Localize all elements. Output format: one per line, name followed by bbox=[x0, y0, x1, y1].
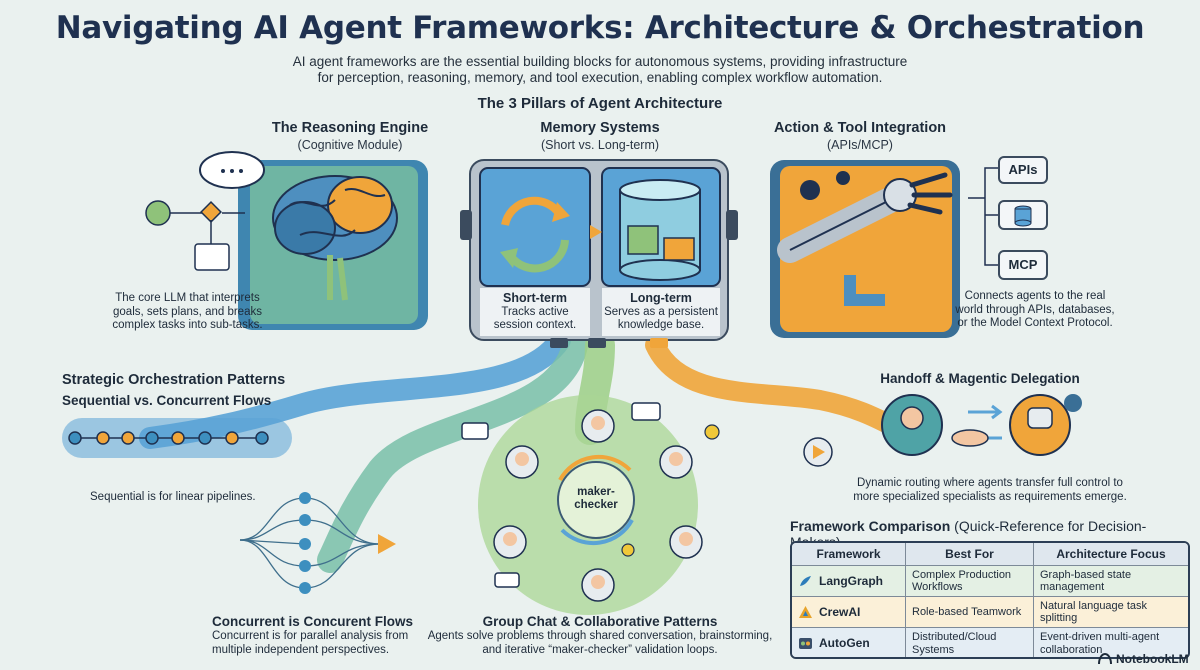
mcp-box: MCP bbox=[998, 250, 1048, 280]
reasoning-subtitle: (Cognitive Module) bbox=[297, 138, 403, 152]
concurrent-fan bbox=[239, 497, 381, 589]
long-term-desc: Serves as a persistent bbox=[604, 305, 718, 318]
autogen-icon bbox=[799, 638, 812, 649]
framework-heading-main: Framework Comparison bbox=[790, 518, 951, 534]
handoff-flow-ribbon bbox=[645, 335, 910, 440]
pillars-heading: The 3 Pillars of Agent Architecture bbox=[477, 95, 723, 112]
short-term-desc: Tracks active bbox=[501, 305, 569, 318]
database-illustration bbox=[619, 179, 701, 281]
subtitle-line: AI agent frameworks are the essential bu… bbox=[292, 54, 908, 69]
orchestration-title: Strategic Orchestration Patterns bbox=[62, 372, 286, 388]
column-header: Architecture Focus bbox=[1056, 546, 1166, 561]
handoff-title: Handoff & Magentic Delegation bbox=[880, 371, 1080, 386]
reasoning-caption: The core LLM that interprets goals, sets… bbox=[100, 292, 275, 333]
framework-name: AutoGen bbox=[819, 636, 870, 651]
sequential-title: Sequential vs. Concurrent Flows bbox=[62, 393, 272, 408]
group-chat-caption: Agents solve problems through shared con… bbox=[420, 630, 780, 657]
action-subtitle: (APIs/MCP) bbox=[827, 138, 893, 152]
maker-checker-hub bbox=[557, 461, 635, 539]
subtitle-line: for perception, reasoning, memory, and t… bbox=[317, 70, 883, 85]
long-term-block: Long-term Serves as a persistent knowled… bbox=[602, 291, 720, 333]
caption-line: Connects agents to the real bbox=[964, 290, 1106, 302]
caption-line: multiple independent perspectives. bbox=[212, 643, 390, 656]
apis-box: APIs bbox=[998, 156, 1048, 184]
page-title: Navigating AI Agent Frameworks: Architec… bbox=[55, 10, 1145, 46]
focus-cell: Event-driven multi-agent collaboration bbox=[1040, 631, 1160, 656]
brand-watermark: NotebookLM bbox=[1098, 652, 1189, 666]
group-chat-title: Group Chat & Collaborative Patterns bbox=[482, 614, 718, 629]
caption-line: goals, sets plans, and breaks bbox=[113, 305, 262, 318]
caption-line: Agents solve problems through shared con… bbox=[427, 630, 773, 642]
maker-checker-line: checker bbox=[574, 499, 618, 511]
focus-cell: Graph-based state management bbox=[1040, 568, 1132, 594]
play-icon bbox=[803, 437, 833, 467]
page-subtitle: AI agent frameworks are the essential bu… bbox=[260, 54, 940, 86]
caption-line: The core LLM that interprets bbox=[115, 292, 260, 304]
chat-bubble-icon bbox=[461, 402, 661, 588]
action-title: Action & Tool Integration bbox=[773, 120, 947, 136]
best-for-cell: Role-based Teamwork bbox=[906, 597, 1034, 627]
crewai-icon bbox=[799, 605, 812, 618]
caption-line: or the Model Context Protocol. bbox=[957, 317, 1113, 329]
handshake-icon bbox=[951, 429, 989, 447]
caption-line: complex tasks into sub-tasks. bbox=[112, 319, 263, 331]
cycle-arrows-icon bbox=[500, 196, 570, 273]
caption-line: world through APIs, databases, bbox=[955, 303, 1115, 316]
table-header-row: Framework Best For Architecture Focus bbox=[792, 543, 1188, 566]
long-term-desc: knowledge base. bbox=[617, 319, 705, 331]
brand-name: NotebookLM bbox=[1116, 652, 1189, 666]
framework-table: Framework Best For Architecture Focus La… bbox=[790, 541, 1190, 659]
caption-line: Concurrent is for parallel analysis from bbox=[212, 630, 409, 642]
short-term-block: Short-term Tracks active session context… bbox=[480, 291, 590, 333]
maker-checker-line: maker- bbox=[577, 486, 615, 498]
maker-checker-label: maker- checker bbox=[566, 486, 626, 512]
short-term-label: Short-term bbox=[503, 291, 567, 305]
framework-name: LangGraph bbox=[819, 573, 884, 588]
lightbulb-icon bbox=[621, 424, 720, 557]
focus-cell: Natural language task splitting bbox=[1040, 599, 1148, 625]
table-row: LangGraph Complex Production Workflows G… bbox=[792, 566, 1188, 597]
robot-arm-illustration bbox=[777, 172, 953, 306]
long-term-label: Long-term bbox=[630, 291, 692, 305]
table-row: CrewAI Role-based Teamwork Natural langu… bbox=[792, 597, 1188, 628]
brain-illustration bbox=[272, 175, 398, 301]
concurrent-output-arrow bbox=[378, 534, 396, 554]
database-box bbox=[998, 200, 1048, 230]
concurrent-flow-ribbon bbox=[317, 332, 588, 573]
action-caption: Connects agents to the real world throug… bbox=[935, 290, 1135, 331]
concurrent-nodes bbox=[299, 492, 311, 594]
langgraph-icon bbox=[800, 575, 811, 586]
caption-line: Dynamic routing where agents transfer fu… bbox=[857, 477, 1123, 489]
column-header: Framework bbox=[792, 543, 906, 565]
flow-chart-icon bbox=[145, 200, 245, 271]
table-row: AutoGen Distributed/Cloud Systems Event-… bbox=[792, 628, 1188, 657]
reasoning-title: The Reasoning Engine bbox=[271, 120, 429, 136]
best-for-cell: Complex Production Workflows bbox=[906, 566, 1034, 596]
caption-line: more specialized specialists as requirem… bbox=[853, 490, 1127, 503]
concurrent-title: Concurrent is Concurent Flows bbox=[212, 614, 414, 629]
memory-subtitle: (Short vs. Long-term) bbox=[540, 138, 660, 152]
gear-icon bbox=[800, 171, 850, 200]
column-header: Best For bbox=[906, 543, 1034, 565]
notebooklm-logo-icon bbox=[1098, 653, 1112, 665]
memory-title: Memory Systems bbox=[540, 120, 660, 136]
short-term-desc: session context. bbox=[493, 319, 577, 331]
sequential-caption: Sequential is for linear pipelines. bbox=[90, 491, 256, 503]
database-icon bbox=[1014, 205, 1032, 227]
concurrent-caption: Concurrent is for parallel analysis from… bbox=[212, 630, 408, 657]
best-for-cell: Distributed/Cloud Systems bbox=[906, 628, 1034, 657]
framework-name: CrewAI bbox=[819, 604, 861, 619]
caption-line: and iterative “maker-checker” validation… bbox=[482, 643, 718, 656]
handoff-caption: Dynamic routing where agents transfer fu… bbox=[830, 477, 1150, 504]
sequential-nodes bbox=[68, 431, 269, 445]
